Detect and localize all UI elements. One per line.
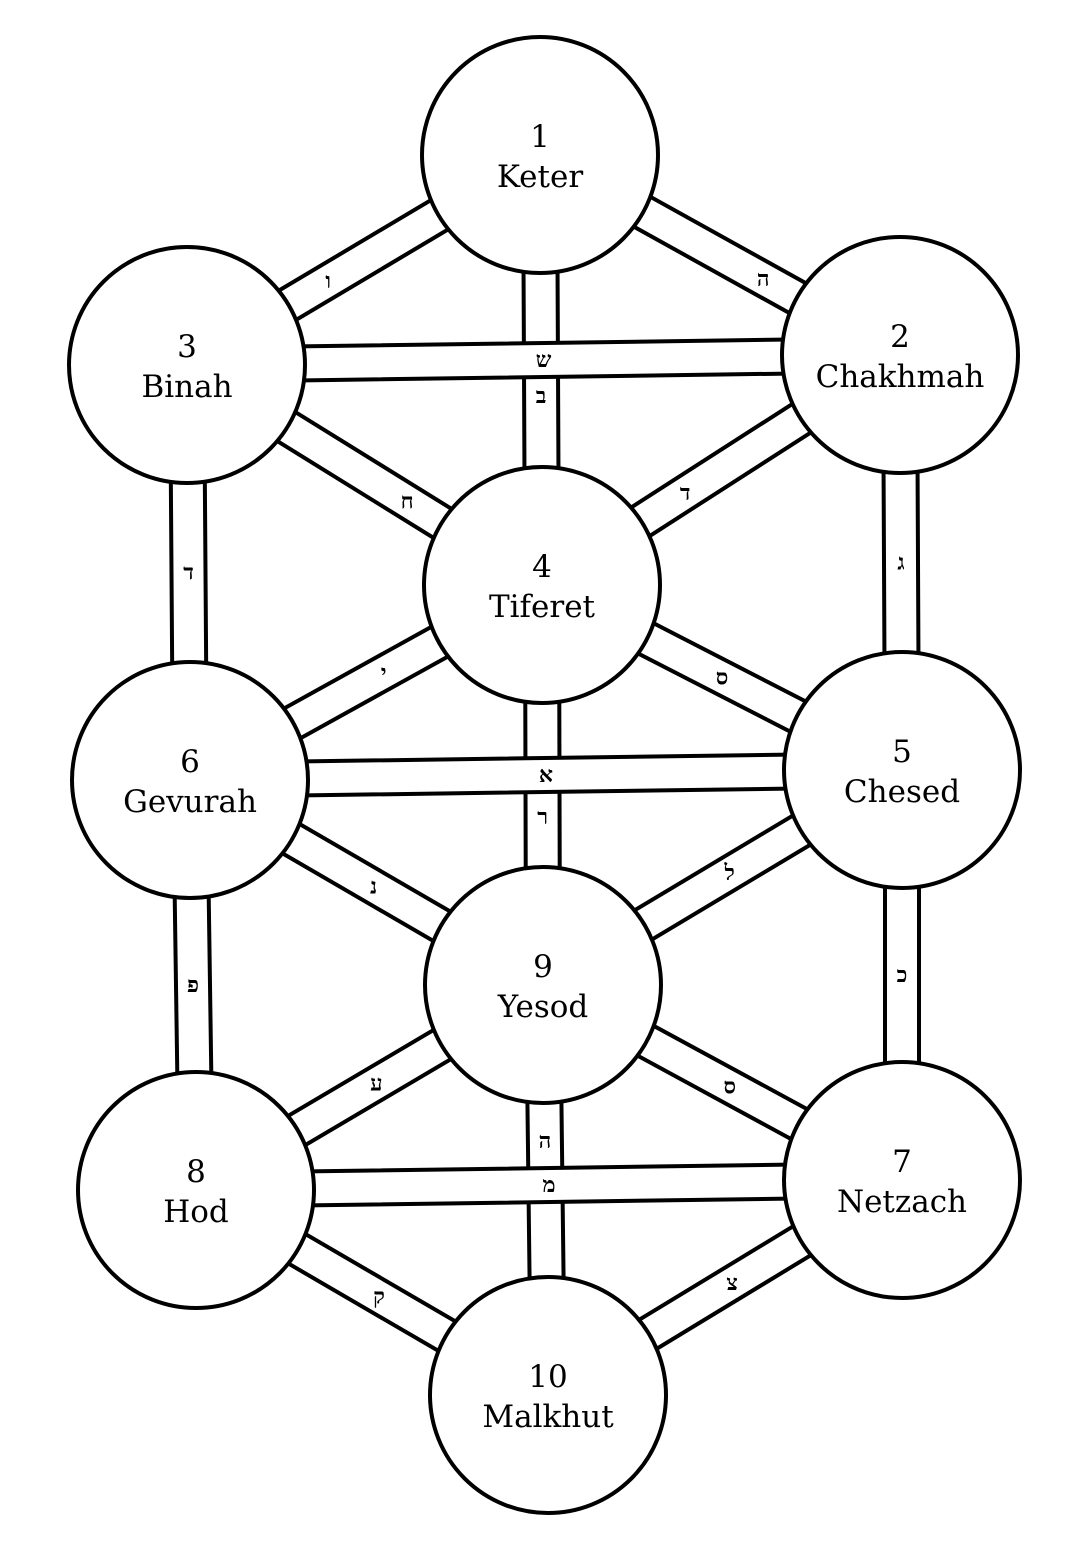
path-letter-chesed-yesod: ל: [724, 860, 735, 886]
path-letter-keter-binah: ו: [325, 268, 331, 294]
sefirah-name-gevurah: Gevurah: [123, 784, 257, 820]
sefirah-circle-tiferet: [422, 465, 662, 705]
path-letter-yesod-netzach: ס: [723, 1073, 736, 1099]
path-letter-tiferet-gevurah: י: [381, 660, 387, 686]
sefirah-circle-keter: [420, 35, 660, 275]
sefirah-circle-hod: [76, 1070, 316, 1310]
sefirah-circle-binah: [67, 245, 307, 485]
sefirah-number-keter: 1: [530, 119, 550, 155]
path-letter-gevurah-yesod: נ: [370, 874, 377, 900]
sefirah-name-tiferet: Tiferet: [489, 589, 596, 625]
sefirah-number-binah: 3: [177, 329, 197, 365]
sefirah-circle-gevurah: [70, 660, 310, 900]
sefirah-number-chesed: 5: [892, 734, 912, 770]
sefirah-number-chakhmah: 2: [890, 319, 910, 355]
sefirah-number-gevurah: 6: [180, 744, 200, 780]
path-letter-binah-tiferet: ח: [401, 488, 414, 514]
sefirah-name-netzach: Netzach: [837, 1184, 967, 1220]
sefirah-name-malkhut: Malkhut: [482, 1399, 614, 1435]
path-letter-chesed-netzach: כ: [897, 962, 908, 988]
path-letter-hod-malkhut: ק: [373, 1284, 385, 1310]
path-letter-gevurah-hod: פ: [187, 972, 199, 998]
sefirah-name-hod: Hod: [163, 1194, 229, 1230]
sefirah-number-malkhut: 10: [528, 1359, 567, 1395]
path-letter-chakhmah-chesed: ג: [897, 550, 904, 576]
sefirah-number-yesod: 9: [533, 949, 553, 985]
sefirah-circle-yesod: [423, 865, 663, 1105]
path-letter-yesod-malkhut: ה: [539, 1128, 552, 1154]
sefirah-name-binah: Binah: [141, 369, 232, 405]
sefirah-name-chakhmah: Chakhmah: [816, 359, 985, 395]
path-letter-binah-chakhmah: ש: [536, 347, 552, 373]
sefirah-circle-netzach: [782, 1060, 1022, 1300]
sefirah-circle-chesed: [782, 650, 1022, 890]
path-letter-tiferet-yesod: ר: [537, 804, 548, 830]
sefirah-circle-malkhut: [428, 1275, 668, 1515]
sefirah-number-netzach: 7: [892, 1144, 912, 1180]
sefirah-circle-chakhmah: [780, 235, 1020, 475]
path-letter-binah-gevurah: ד: [183, 560, 194, 586]
path-letter-keter-chakhmah: ה: [757, 266, 770, 292]
sefirah-number-hod: 8: [186, 1154, 206, 1190]
path-letter-gevurah-chesed: א: [539, 762, 553, 788]
path-letter-hod-netzach: מ: [542, 1172, 555, 1198]
path-letter-keter-tiferet: ב: [536, 383, 547, 409]
path-letter-chakhmah-tiferet: ד: [680, 480, 691, 506]
sefirah-name-yesod: Yesod: [497, 989, 589, 1025]
path-letter-yesod-hod: ע: [370, 1070, 382, 1096]
path-letter-tiferet-chesed: ס: [716, 665, 729, 691]
sefirah-number-tiferet: 4: [532, 549, 552, 585]
sefirah-name-keter: Keter: [497, 159, 583, 195]
sefirah-name-chesed: Chesed: [844, 774, 960, 810]
path-letter-netzach-malkhut: צ: [726, 1270, 738, 1296]
